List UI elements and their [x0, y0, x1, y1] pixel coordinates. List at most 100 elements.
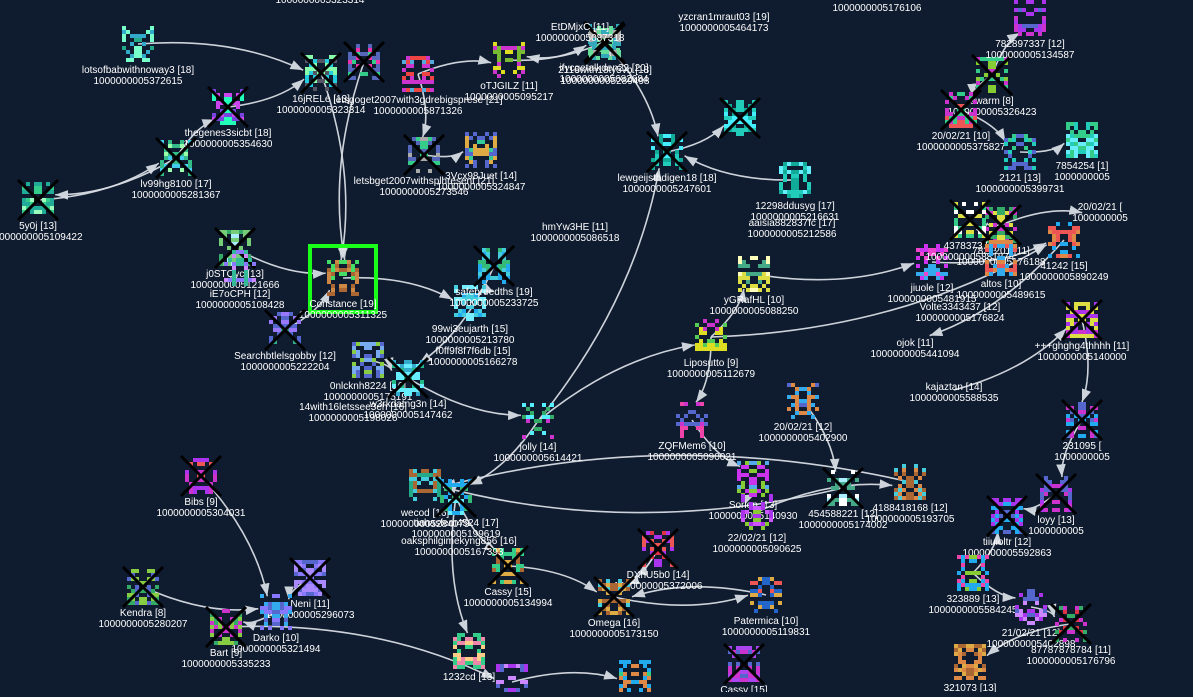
graph-node[interactable]: 16jRELé [13]1000000005323314	[277, 51, 366, 116]
graph-node[interactable]: lotsofbabwithnoway3 [18]1000000005372615	[82, 26, 195, 87]
graph-node[interactable]: tiiuioltr [12]1000000005592863	[963, 494, 1052, 559]
graph-node[interactable]: 20/02/21 [10]1000000005375827	[917, 88, 1006, 153]
graph-node[interactable]: iE7oCPH [12]1000000005108428	[196, 250, 285, 311]
graph-node[interactable]: 7854254 [1]1000000005	[1054, 122, 1110, 183]
graph-node[interactable]: yGRafHL [10]1000000005088250	[710, 256, 799, 317]
node-label: oaksphilgimekyng856 [16]	[401, 536, 517, 547]
graph-node[interactable]	[496, 664, 528, 697]
graph-node[interactable]: jiuole [12]1000000005481915	[888, 244, 977, 305]
graph-node[interactable]: Patermica [10]1000000005119831	[722, 577, 811, 638]
graph-node[interactable]: 4188418168 [12]1000000005193705	[866, 464, 955, 525]
graph-node[interactable]: letsbget2007withsplhresent [21]100000000…	[354, 133, 495, 198]
graph-node[interactable]: 323889 [13]1000000005584245	[929, 555, 1018, 616]
edge	[1000, 205, 1083, 226]
graph-node[interactable]: oTJGILZ [11]1000000005095217	[465, 42, 554, 103]
cross-mark-icon	[299, 51, 343, 95]
graph-node[interactable]: 87787878784 [11]1000000005176796	[1027, 602, 1116, 667]
graph-node[interactable]: 2116with18ty5vb [18]1000000005289498	[558, 22, 652, 87]
graph-node[interactable]: Omega [16]1000000005173150	[570, 575, 659, 640]
node-label: Cassy [15]	[720, 685, 767, 692]
graph-node[interactable]: 1000000005176106	[833, 3, 922, 14]
graph-node[interactable]: 20/02/21 [12]1000000005402900	[759, 383, 848, 444]
graph-node[interactable]: kajaztan [14]1000000005588535	[910, 382, 999, 404]
graph-node[interactable]	[718, 96, 762, 140]
node-label: 1232cd [13]	[443, 672, 495, 683]
graph-node[interactable]: Searchbtlelsgobby [12]1000000005222204	[234, 308, 336, 373]
graph-node[interactable]: thegenes3sicbt [18]1000000005354630	[184, 85, 273, 150]
node-label: 20/02/21 [12]	[774, 422, 833, 433]
graph-node[interactable]: 782897337 [12]1000000005134587	[986, 0, 1075, 61]
graph-node[interactable]: loyy [13]1000000005	[1028, 472, 1084, 537]
graph-node[interactable]: Bibs [9]1000000005304031	[157, 454, 246, 519]
node-id: 1000000005233725	[450, 298, 539, 309]
node-id: 1000000005134994	[464, 598, 553, 609]
avatar-sprite-icon	[916, 244, 948, 280]
edge	[37, 162, 160, 201]
graph-node[interactable]: yzcran1mraut03 [19]1000000005464173	[678, 12, 769, 34]
graph-node[interactable]	[619, 660, 651, 696]
graph-node[interactable]: Liposutto [9]1000000005112679	[667, 319, 756, 380]
graph-node[interactable]: jolly [14]1000000005614421	[494, 403, 583, 464]
graph-node[interactable]: brokenwhtswrite [18]1000000005323314	[274, 0, 366, 6]
graph-node[interactable]: Darko [10]1000000005321494	[232, 594, 321, 655]
graph-node[interactable]: DXhU5b0 [14]1000000005372006	[614, 527, 703, 592]
graph-node[interactable]: +++ghghg4thhhh [11]1000000005140000	[1035, 298, 1130, 363]
graph-node[interactable]: 231095 [1000000005	[1054, 398, 1110, 463]
graph-node[interactable]: swarm [8]1000000005326423	[948, 53, 1037, 118]
graph-node[interactable]	[342, 40, 386, 84]
graph-node[interactable]: 2121 [13]1000000005399731	[976, 134, 1065, 195]
node-label: yzcran1mraut03 [19]	[678, 12, 769, 23]
graph-node[interactable]: lv99hg8100 [17]1000000005281367	[132, 136, 221, 201]
graph-node[interactable]: 454588221 [12]1000000005174002	[799, 466, 888, 531]
graph-node[interactable]: altos [10]1000000005489615	[957, 240, 1046, 301]
graph-node[interactable]: w3rkdatng3n [14]1000000005147462	[364, 356, 453, 421]
graph-node[interactable]: 41242 [15]1000000005890249	[1020, 222, 1109, 283]
graph-node[interactable]: hmYw3HE [11]1000000005086518	[531, 222, 620, 244]
edge	[666, 125, 725, 153]
edge	[342, 276, 453, 301]
graph-node[interactable]: safebreedths [19]1000000005233725	[450, 244, 539, 309]
graph-node[interactable]: 4378373 [8]1000000005881874	[926, 198, 1015, 263]
graph-node[interactable]: 321073 [13]1000000005637	[934, 644, 1007, 697]
graph-node[interactable]: 21/02/21 [12]1000000005402898	[987, 589, 1076, 650]
graph-node[interactable]: Volte3343437 [12]1000000005176824	[916, 302, 1005, 324]
graph-node[interactable]: Constance [19]1000000005311325	[299, 244, 388, 321]
cross-mark-icon	[434, 475, 478, 519]
graph-node[interactable]: 5y0j [13]1000000005109422	[0, 178, 83, 243]
graph-node[interactable]: EtDMjxC [11]1000000005087318	[536, 22, 625, 44]
node-label: 7854254 [1]	[1056, 161, 1109, 172]
graph-node[interactable]: Cassy [15]1000000005135001	[700, 642, 789, 697]
node-label: Soriop [13]	[729, 500, 778, 511]
node-id: 1000000005108428	[196, 300, 285, 311]
graph-node[interactable]: letsgoget2007with3gdrebigsprese [21]1000…	[333, 56, 503, 117]
edge	[142, 586, 259, 616]
graph-node[interactable]: oaksphilgimekyng856 [16]1000000005167393	[401, 536, 517, 558]
graph-node[interactable]: Neni [11]1000000005296073	[266, 556, 355, 621]
graph-node[interactable]: 1232cd [13]	[443, 633, 495, 683]
graph-node[interactable]: lewgeijsthdigen18 [18]1000000005247601	[618, 130, 717, 195]
graph-node[interactable]: ZQFMem6 [10]1000000005090021	[648, 402, 737, 463]
graph-node[interactable]: ojok [11]1000000005441094	[871, 338, 960, 360]
node-id: 1000000005216631	[751, 212, 840, 223]
graph-node[interactable]: 0nlcknh8224 [16]1000000005175191	[324, 342, 413, 403]
graph-node[interactable]: Bart [9]1000000005335233	[182, 605, 271, 670]
edge	[613, 594, 749, 606]
node-label: 231095 [	[1063, 441, 1102, 452]
graph-node[interactable]: Cassy [15]1000000005134994	[464, 544, 553, 609]
graph-node[interactable]: tiahasfem4524 [17]1000000005199619	[412, 475, 501, 540]
graph-node[interactable]: 3Vcx98Juet [14]1000000005324847	[437, 132, 526, 193]
graph-node[interactable]: 22/02/21 [12]1000000005090625	[713, 494, 802, 555]
graph-node[interactable]: 99wi3eujarth [15]1000000005213780	[426, 285, 515, 346]
graph-node[interactable]: 12298ddusyg [17]1000000005216631	[751, 162, 840, 223]
edge	[631, 586, 767, 598]
node-id: 1000000005304031	[157, 508, 246, 519]
graph-node[interactable]: Kendra [8]1000000005280207	[99, 565, 188, 630]
graph-node[interactable]: wecod [16]1000000005284079	[381, 469, 470, 530]
graph-node[interactable]: aaisia882837fc [17]1000000005212586	[748, 218, 837, 240]
graph-node[interactable]: 14with16letssee3eh [16]1000000005198026	[299, 402, 407, 424]
graph-node[interactable]: 20/02/21 [1000000005	[1072, 202, 1128, 224]
node-id: 1000000005222204	[241, 362, 330, 373]
graph-node[interactable]: f0ff9f8f7f6db [15]1000000005166278	[429, 346, 518, 368]
